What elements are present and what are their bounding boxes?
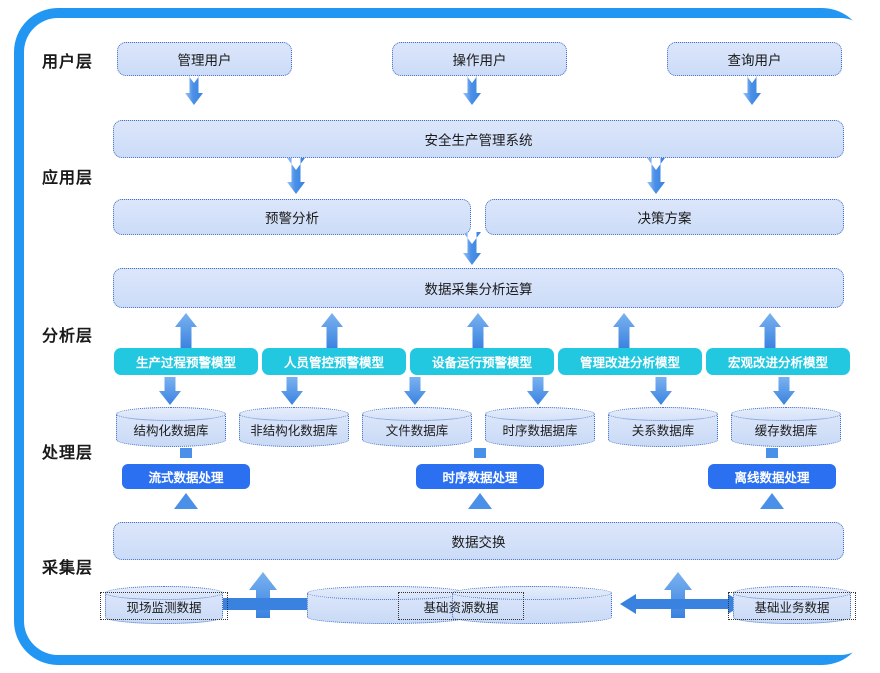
database-cylinder-structured[interactable]: 结构化数据库: [116, 407, 226, 447]
user-box-operator[interactable]: 操作用户: [392, 42, 567, 76]
database-cylinder-file[interactable]: 文件数据库: [362, 407, 472, 447]
layer-label-collection: 采集层: [42, 560, 94, 577]
cylinder-top: [116, 407, 226, 421]
analysis-box-data-collection-compute[interactable]: 数据采集分析运算: [113, 268, 844, 308]
database-cylinder-timeseries[interactable]: 时序数据据库: [485, 407, 595, 447]
model-chip-management-improve[interactable]: 管理改进分析模型: [558, 348, 702, 375]
source-cylinder-basic-business[interactable]: [733, 586, 851, 624]
model-chip-production-process[interactable]: 生产过程预警模型: [114, 348, 258, 375]
app-box-warning-analysis[interactable]: 预警分析: [113, 199, 471, 235]
model-chip-equipment-operation[interactable]: 设备运行预警模型: [410, 348, 554, 375]
cylinder-top: [239, 407, 349, 421]
layer-label-app: 应用层: [42, 170, 94, 187]
processor-chip-offline[interactable]: 离线数据处理: [708, 464, 836, 489]
app-box-decision-plan[interactable]: 决策方案: [485, 199, 844, 235]
source-cylinder-basic-resource-left[interactable]: [307, 586, 467, 624]
database-label: 关系数据库: [631, 424, 695, 438]
database-cylinder-unstructured[interactable]: 非结构化数据库: [239, 407, 349, 447]
source-label-basic-business: 基础业务数据: [728, 592, 856, 620]
cylinder-top: [452, 586, 612, 600]
database-label: 非结构化数据库: [250, 424, 338, 438]
user-box-query[interactable]: 查询用户: [667, 42, 842, 76]
model-chip-macro-improve[interactable]: 宏观改进分析模型: [706, 348, 850, 375]
database-label: 时序数据据库: [502, 424, 578, 438]
source-cylinder-basic-resource-right[interactable]: [452, 586, 612, 624]
processor-chip-stream[interactable]: 流式数据处理: [122, 464, 250, 489]
model-chip-personnel-control[interactable]: 人员管控预警模型: [262, 348, 406, 375]
source-label-field-monitoring: 现场监测数据: [100, 592, 228, 620]
cylinder-top: [105, 586, 223, 600]
cylinder-top: [362, 407, 472, 421]
database-label: 文件数据库: [385, 424, 449, 438]
database-cylinder-cache[interactable]: 缓存数据库: [731, 407, 841, 447]
cylinder-body: [239, 414, 349, 447]
source-label-basic-resource: 基础资源数据: [398, 592, 524, 620]
layer-label-processing: 处理层: [42, 445, 94, 462]
cylinder-top: [731, 407, 841, 421]
cylinder-top: [733, 586, 851, 600]
database-label: 缓存数据库: [754, 424, 818, 438]
cylinder-top: [608, 407, 718, 421]
collection-box-data-exchange[interactable]: 数据交换: [113, 522, 844, 560]
user-box-admin[interactable]: 管理用户: [117, 42, 292, 76]
app-box-safety-production-system[interactable]: 安全生产管理系统: [113, 120, 844, 158]
database-label: 结构化数据库: [133, 424, 209, 438]
source-cylinder-field-monitoring[interactable]: [105, 586, 223, 624]
database-cylinder-relational[interactable]: 关系数据库: [608, 407, 718, 447]
layer-label-user: 用户层: [42, 54, 94, 71]
cylinder-top: [485, 407, 595, 421]
processor-chip-timeseries[interactable]: 时序数据处理: [416, 464, 544, 489]
layer-label-analysis: 分析层: [42, 328, 94, 345]
